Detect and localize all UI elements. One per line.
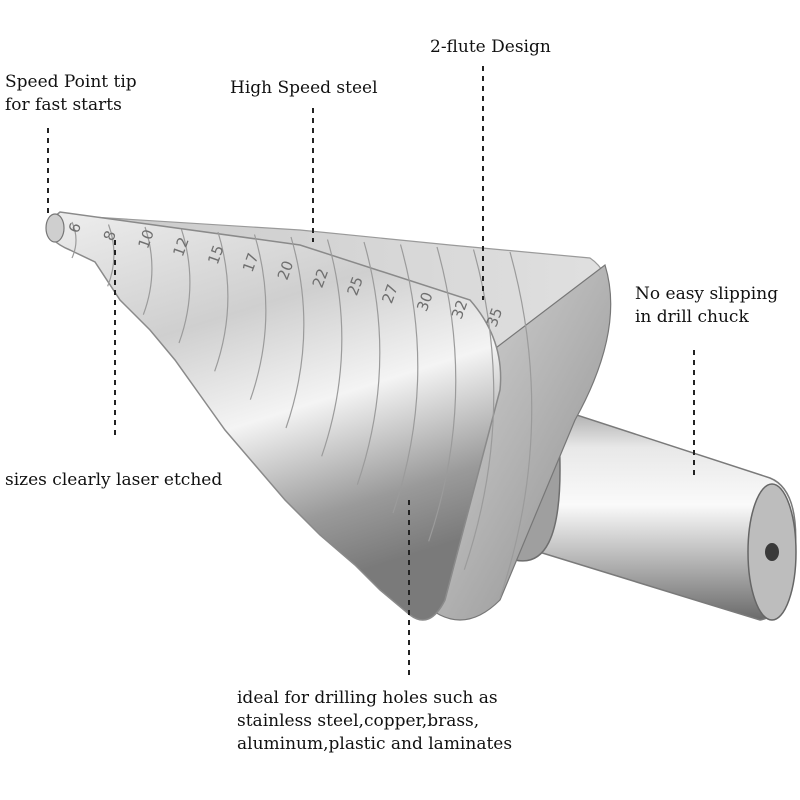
leader-lines <box>47 66 695 680</box>
etched-size-number: 12 <box>169 235 192 259</box>
callout-chuck-line2: in drill chuck <box>635 307 749 327</box>
step-ring <box>321 239 343 457</box>
step-ring <box>214 231 229 372</box>
callout-tip-line2: for fast starts <box>5 95 122 115</box>
step-ring <box>142 226 153 315</box>
callout-speed-point-tip: Speed Point tip for fast starts <box>5 71 137 117</box>
step-ring <box>107 224 115 287</box>
etched-size-number: 15 <box>204 243 227 267</box>
step-ring <box>285 236 305 429</box>
etched-size-number: 17 <box>239 250 262 274</box>
step-ring <box>428 246 457 542</box>
step-ring <box>463 249 495 570</box>
etched-size-number: 32 <box>448 297 471 321</box>
callout-high-speed-steel: High Speed steel <box>230 77 378 100</box>
step-ring <box>499 251 533 599</box>
callout-2-flute-design: 2-flute Design <box>430 36 551 59</box>
etched-size-number: 35 <box>483 305 506 329</box>
step-ring <box>392 244 419 514</box>
etched-size-number: 22 <box>309 266 332 290</box>
callout-ideal-line3: aluminum,plastic and laminates <box>237 734 513 754</box>
etched-size-number: 10 <box>135 227 158 251</box>
step-ring <box>249 234 267 400</box>
callout-ideal-line1: ideal for drilling holes such as <box>237 688 498 708</box>
callout-chuck-line1: No easy slipping <box>635 284 779 304</box>
callout-ideal-materials: ideal for drilling holes such as stainle… <box>237 687 512 756</box>
etched-size-number: 20 <box>274 258 297 282</box>
step-rings <box>71 221 533 599</box>
step-ring <box>178 229 191 344</box>
stepped-cone-body <box>46 211 502 621</box>
callout-flute-text: 2-flute Design <box>430 37 551 57</box>
step-ring <box>356 241 381 485</box>
center-hole <box>765 543 779 561</box>
callout-no-easy-slipping: No easy slipping in drill chuck <box>635 283 778 329</box>
callout-etched-text: sizes clearly laser etched <box>5 470 223 490</box>
callout-tip-line1: Speed Point tip <box>5 72 137 92</box>
step-ring <box>71 221 77 259</box>
callout-ideal-line2: stainless steel,copper,brass, <box>237 711 480 731</box>
etched-size-number: 30 <box>413 290 436 314</box>
callout-laser-etched: sizes clearly laser etched <box>5 469 222 492</box>
etched-size-number: 25 <box>344 274 367 298</box>
etched-size-number: 27 <box>378 282 401 306</box>
speed-point-tip <box>45 213 65 243</box>
callout-steel-text: High Speed steel <box>230 78 378 98</box>
